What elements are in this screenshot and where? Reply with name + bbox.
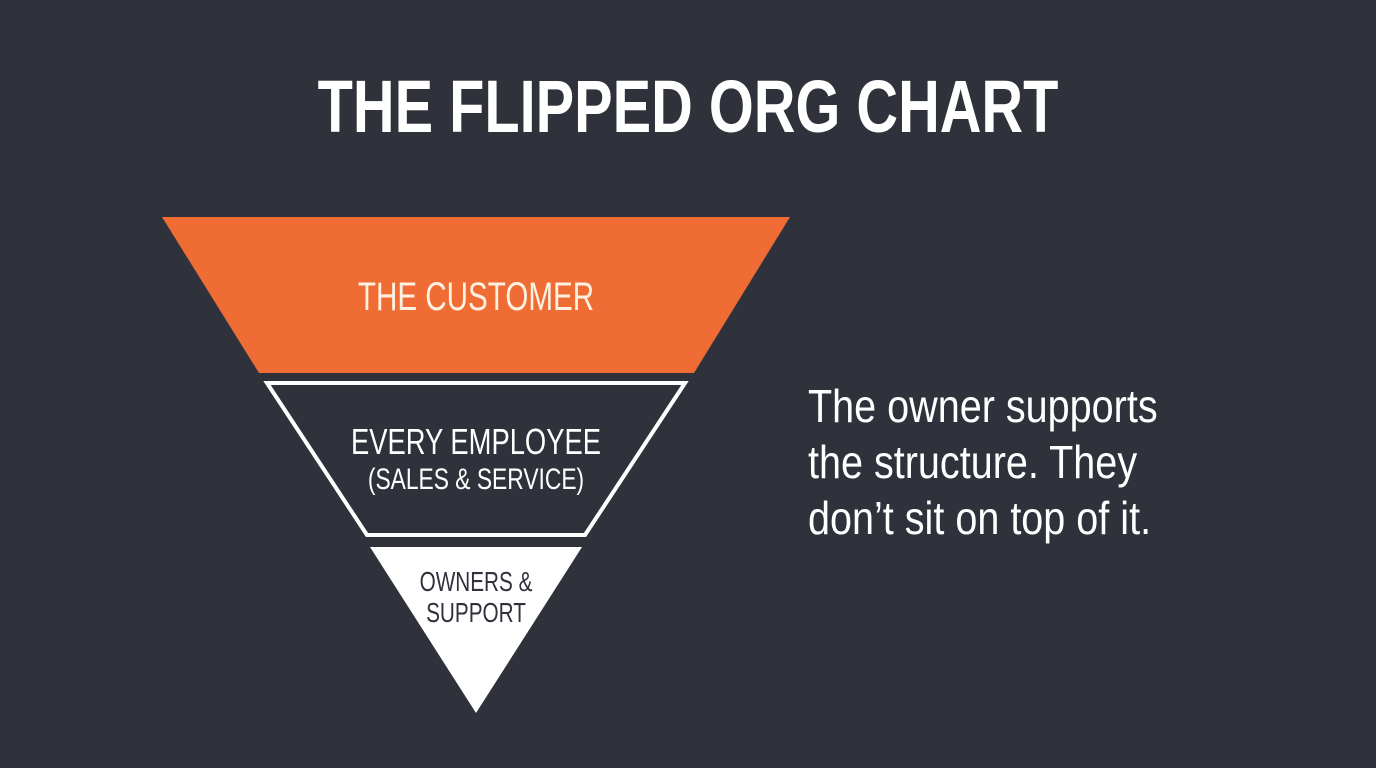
side-note-line: the structure. They <box>808 436 1138 488</box>
tier-owners-line1: OWNERS & <box>419 566 533 597</box>
tier-employee-shape <box>263 381 689 537</box>
side-note-line: don’t sit on top of it. <box>808 492 1152 544</box>
tier-owners-line2: SUPPORT <box>426 597 526 628</box>
tier-owners-shape <box>370 547 582 713</box>
tier-employee-line1: EVERY EMPLOYEE <box>351 421 601 462</box>
side-note-line: The owner supports <box>808 380 1158 432</box>
tier-employee-line2: (SALES & SERVICE) <box>367 463 585 496</box>
tier-owners-label: OWNERS & SUPPORT <box>402 566 550 628</box>
tier-employee-label: EVERY EMPLOYEE (SALES & SERVICE) <box>324 422 628 498</box>
tier-customer-label: THE CUSTOMER <box>357 275 595 319</box>
side-note: The owner supports the structure. They d… <box>808 378 1169 546</box>
slide-title: THE FLIPPED ORG CHART <box>317 65 1059 148</box>
tier-customer-shape <box>162 217 790 373</box>
